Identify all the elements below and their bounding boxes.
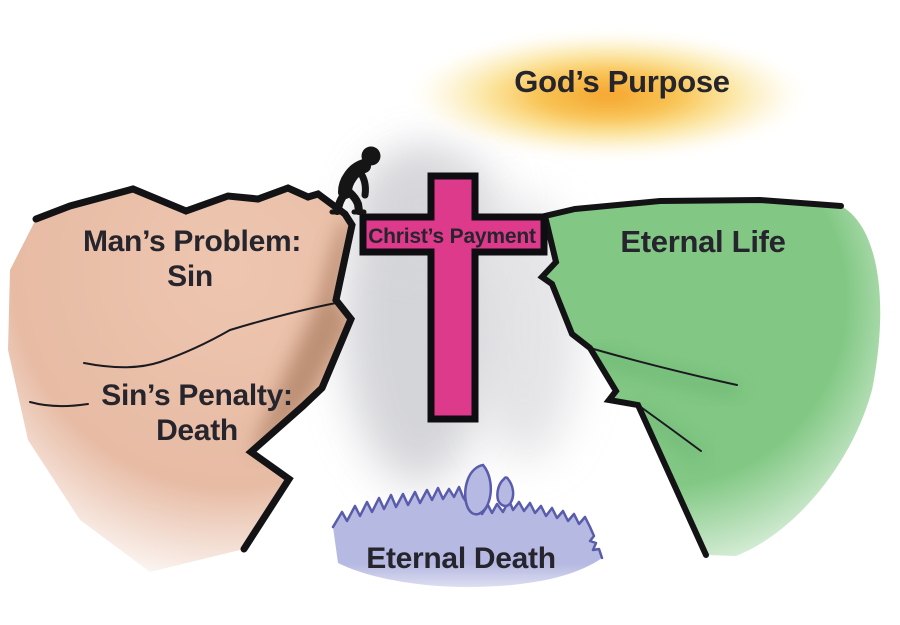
left-cliff-shape — [8, 188, 352, 572]
flame-large-icon — [463, 463, 492, 516]
left-cliff-outline — [32, 184, 356, 553]
eternal-life-label: Eternal Life — [620, 224, 785, 259]
pit-ridge-outline — [331, 485, 604, 560]
right-cliff-crease-1 — [589, 347, 738, 386]
cross: Christ’s Payment — [359, 172, 548, 423]
person-back-leg — [333, 188, 350, 215]
flame-small-icon — [496, 476, 515, 508]
mans-problem-label-line2: Sin — [167, 260, 213, 293]
pit-label: Eternal Death — [366, 542, 556, 575]
person-arm — [356, 168, 369, 199]
pit: Eternal Death — [331, 463, 604, 588]
left-cliff — [8, 184, 356, 572]
left-cliff-face-shadow — [252, 216, 352, 452]
sins-penalty-label-line1: Sin’s Penalty: — [101, 379, 292, 412]
right-cliff-outline — [537, 196, 844, 558]
right-cliff-shade-1 — [588, 348, 739, 397]
sins-penalty-label-line2: Death — [156, 414, 238, 447]
right-cliff-crease-2 — [637, 404, 702, 452]
mans-problem-label-line1: Man’s Problem: — [83, 225, 301, 258]
left-cliff-crease — [83, 302, 337, 369]
right-cliff — [537, 196, 881, 558]
cross-label: Christ’s Payment — [368, 225, 536, 248]
glow-halo — [403, 29, 813, 161]
pit-shape — [333, 487, 602, 588]
person-silhouette — [329, 146, 381, 215]
cross-shape — [359, 172, 548, 423]
person-front-leg — [344, 187, 363, 215]
left-cliff-crease-small — [29, 401, 89, 408]
gods-purpose-label: God’s Purpose — [514, 64, 729, 99]
person-torso — [338, 159, 371, 199]
